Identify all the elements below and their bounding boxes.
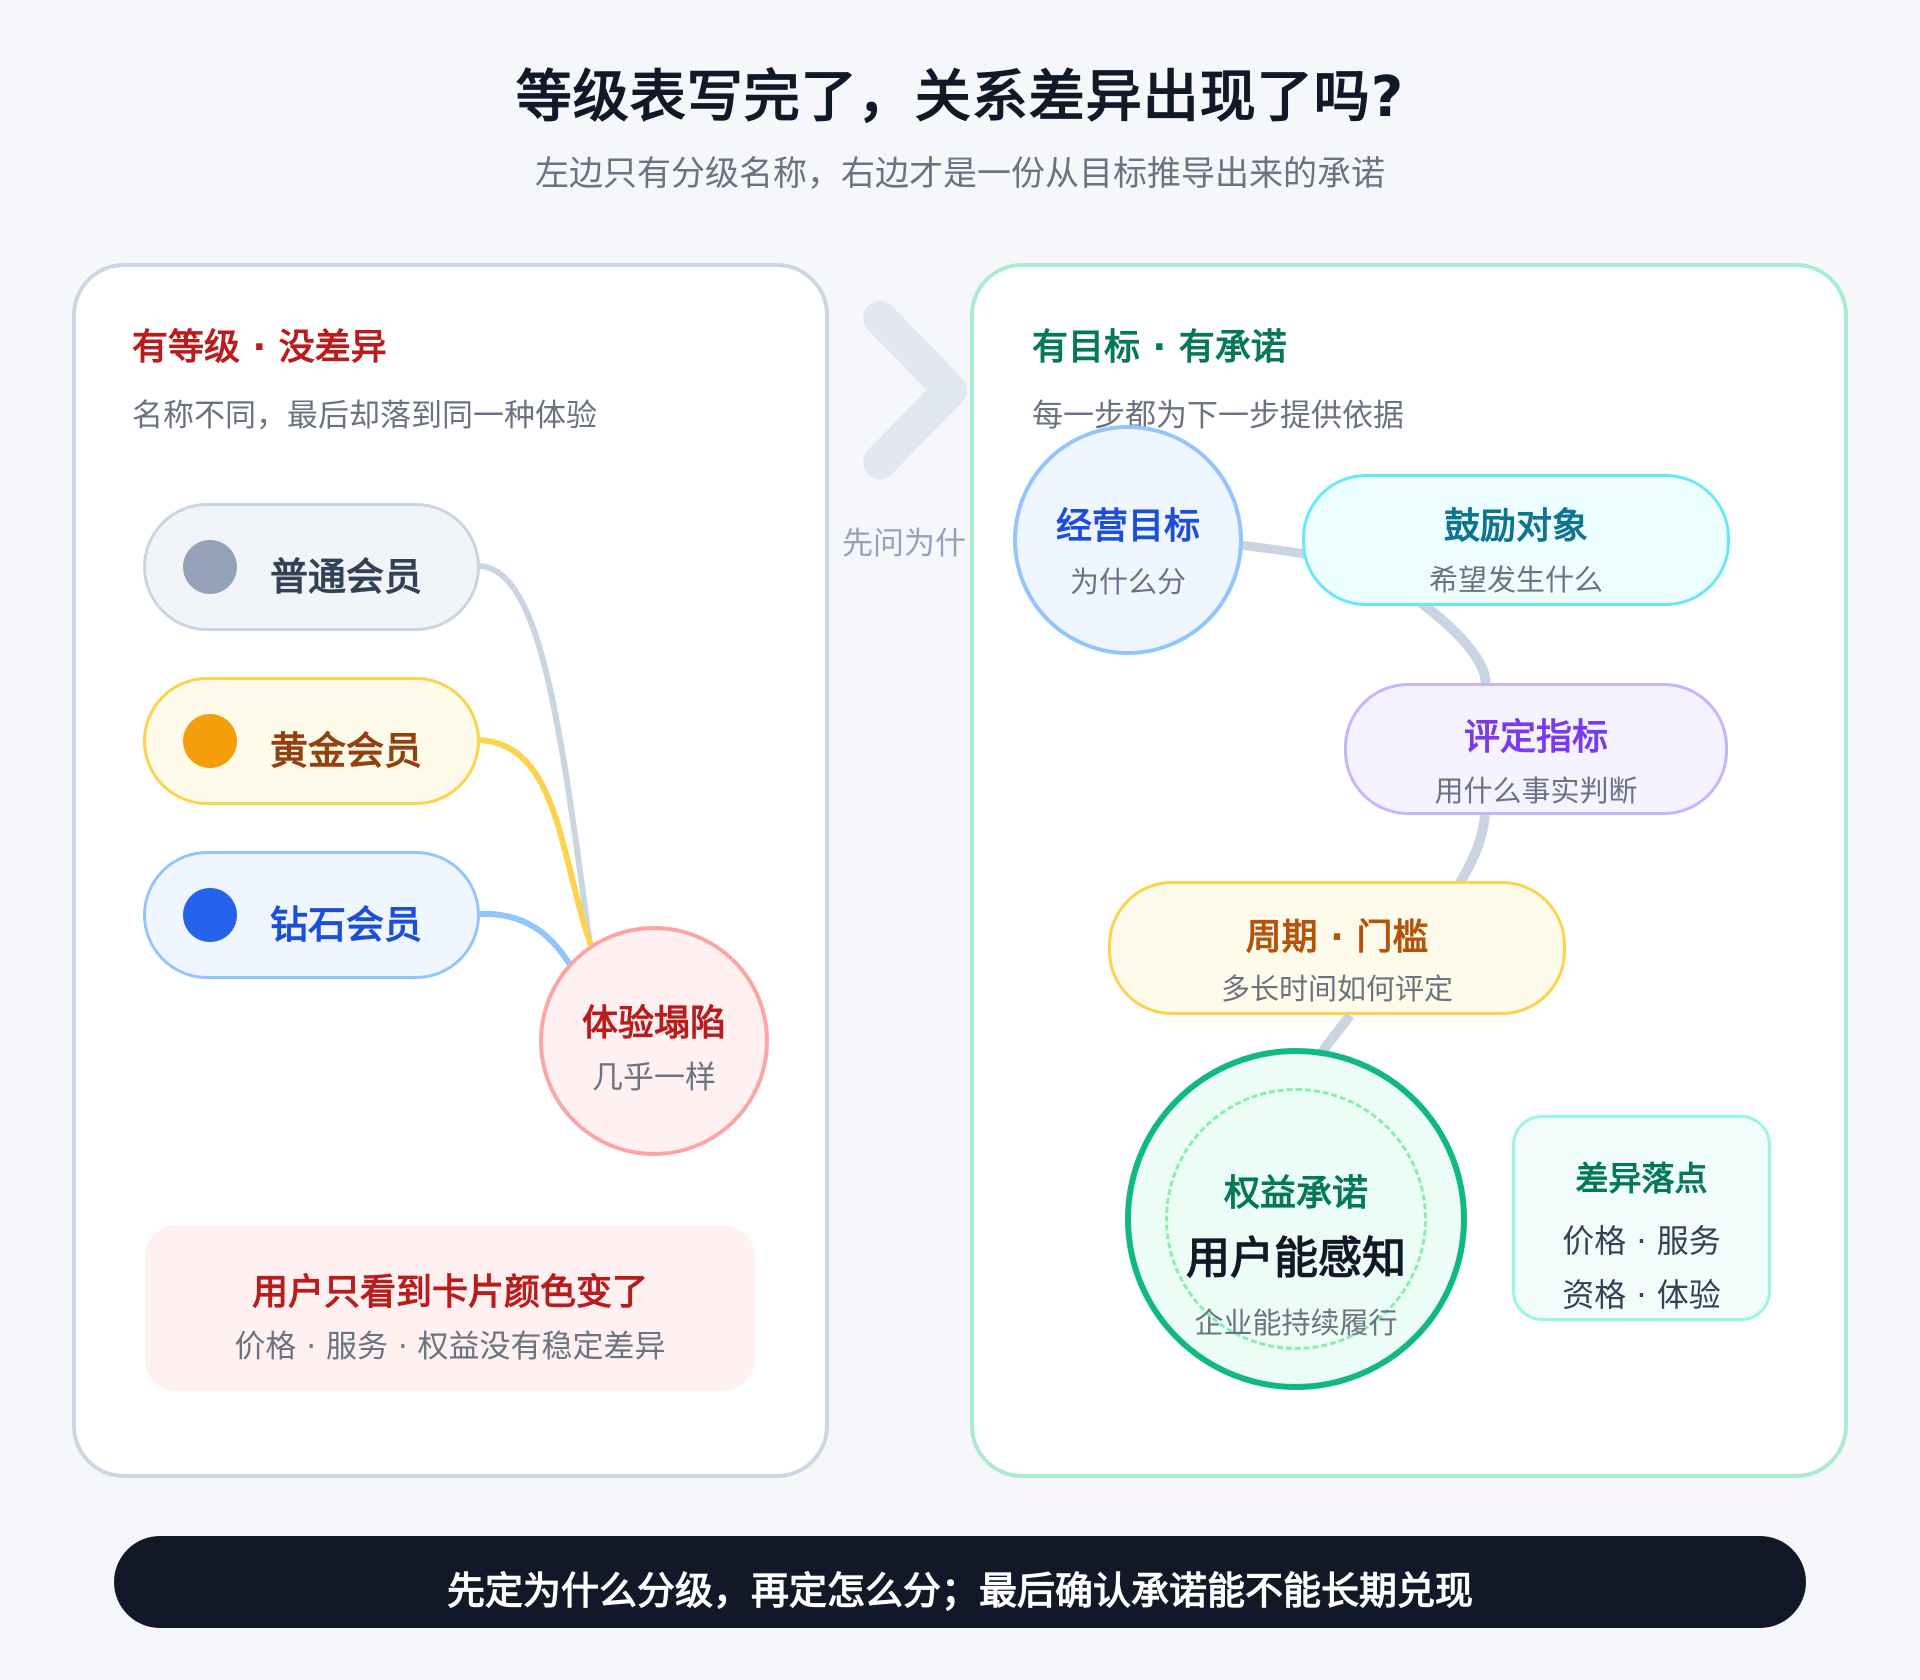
encourage-node-subtitle: 希望发生什么 [1428, 563, 1603, 597]
left-note: 用户只看到卡片颜色变了 价格 · 服务 · 权益没有稳定差异 [145, 1225, 755, 1391]
commit-node-main: 用户能感知 [1186, 1233, 1406, 1284]
diff-node: 差异落点 价格 · 服务 资格 · 体验 [1512, 1115, 1771, 1321]
encourage-node-title: 鼓励对象 [1443, 506, 1588, 547]
period-node-title: 周期 · 门槛 [1245, 917, 1429, 958]
encourage-node: 鼓励对象 希望发生什么 [1302, 474, 1730, 606]
diff-node-line2: 资格 · 体验 [1562, 1276, 1721, 1314]
collapse-node-subtitle: 几乎一样 [592, 1060, 716, 1096]
right-panel-heading: 有目标 · 有承诺 [1032, 327, 1287, 368]
connector-diamond [479, 910, 575, 970]
connector-gold [479, 737, 595, 950]
commit-node-subtitle: 企业能持续履行 [1194, 1306, 1398, 1340]
goal-node-subtitle: 为什么分 [1069, 565, 1186, 599]
connector-encourage-metric [1416, 598, 1491, 692]
left-panel-subheading: 名称不同，最后却落到同一种体验 [132, 398, 597, 434]
tier-pill-diamond: 钻石会员 [143, 851, 480, 979]
commit-node-title: 权益承诺 [1223, 1173, 1368, 1214]
page-subtitle: 左边只有分级名称，右边才是一份从目标推导出来的承诺 [535, 154, 1385, 194]
tier-pill-standard: 普通会员 [143, 503, 480, 631]
commit-inner-ring [1165, 1088, 1427, 1350]
tier-pill-gold: 黄金会员 [143, 677, 480, 805]
tier-dot-diamond [183, 888, 237, 942]
chevron-right-icon [863, 301, 967, 479]
bottom-summary-bar [114, 1536, 1806, 1628]
metric-node-subtitle: 用什么事实判断 [1434, 774, 1638, 808]
goal-node-title: 经营目标 [1055, 506, 1200, 547]
tier-dot-standard [183, 540, 237, 594]
period-node: 周期 · 门槛 多长时间如何评定 [1108, 881, 1566, 1015]
tier-label-standard: 普通会员 [270, 555, 423, 599]
tier-dot-gold [183, 714, 237, 768]
tier-label-gold: 黄金会员 [270, 729, 423, 773]
left-note-title: 用户只看到卡片颜色变了 [251, 1272, 648, 1313]
right-panel-subheading: 每一步都为下一步提供依据 [1032, 398, 1404, 434]
middle-question-label: 先问为什 [842, 526, 966, 562]
metric-node-title: 评定指标 [1463, 717, 1608, 758]
diff-node-title: 差异落点 [1575, 1159, 1708, 1198]
collapse-node-title: 体验塌陷 [581, 1003, 726, 1044]
collapse-node: 体验塌陷 几乎一样 [539, 926, 769, 1156]
period-node-subtitle: 多长时间如何评定 [1220, 972, 1453, 1006]
page-title: 等级表写完了，关系差异出现了吗? [515, 65, 1405, 130]
diff-node-line1: 价格 · 服务 [1562, 1222, 1721, 1260]
connector-goal-encourage [1239, 540, 1306, 559]
bottom-summary-text: 先定为什么分级，再定怎么分；最后确认承诺能不能长期兑现 [446, 1569, 1473, 1613]
goal-node: 经营目标 为什么分 [1013, 425, 1243, 655]
tier-label-diamond: 钻石会员 [270, 903, 423, 947]
connector-metric-period [1455, 814, 1490, 886]
connector-standard [479, 563, 593, 946]
left-panel-heading: 有等级 · 没差异 [132, 327, 387, 368]
left-note-text: 价格 · 服务 · 权益没有稳定差异 [234, 1329, 666, 1365]
metric-node: 评定指标 用什么事实判断 [1344, 683, 1728, 815]
commit-node: 权益承诺 用户能感知 企业能持续履行 [1125, 1048, 1467, 1390]
